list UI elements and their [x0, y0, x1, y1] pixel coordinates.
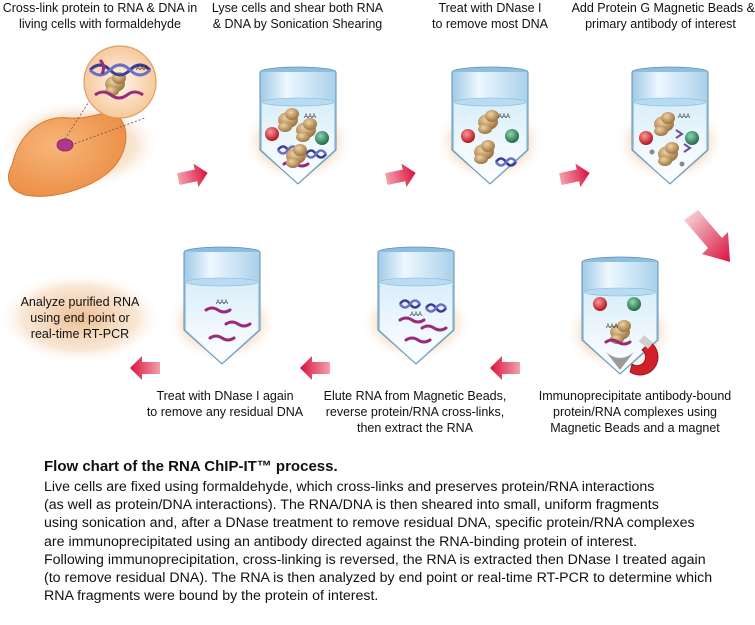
step1-caption: Cross-link protein to RNA & DNA in livin… [0, 0, 200, 32]
step6-caption-line1: Elute RNA from Magnetic Beads, [323, 389, 507, 403]
step1-caption-line2: living cells with formaldehyde [19, 17, 181, 31]
step6-caption-line3: then extract the RNA [356, 421, 474, 435]
step8-result-glow [0, 272, 162, 364]
legend-body: Live cells are fixed using formaldehyde,… [44, 478, 750, 605]
step1-cell-illustration: AAA [0, 45, 160, 197]
legend-line-6: (to remove residual DNA). The RNA is the… [44, 570, 713, 587]
step5-polya-label: AAA [606, 324, 618, 330]
step5-caption-line1: Immunoprecipitate antibody-bound [538, 389, 732, 403]
step4-tube: AAA [615, 66, 725, 185]
legend-line-5: Following immunoprecipitation, cross-lin… [44, 551, 706, 568]
step8-caption-line1: Analyze purified RNA [20, 295, 140, 309]
step7-tube: AAA [167, 246, 277, 365]
step3-caption-line1: Treat with DNase I [438, 1, 542, 15]
arrow-step3-to-4 [559, 163, 590, 188]
step4-caption: Add Protein G Magnetic Beads & primary a… [566, 0, 755, 32]
step7-caption: Treat with DNase I again to remove any r… [140, 388, 310, 420]
legend-line-2: (as well as protein/DNA interactions). T… [44, 497, 659, 514]
step4-polya-label: AAA [678, 114, 690, 120]
step1-caption-line1: Cross-link protein to RNA & DNA in [2, 1, 198, 15]
legend-line-3: using sonication and, after a DNase trea… [44, 515, 695, 532]
step2-caption: Lyse cells and shear both RNA & DNA by S… [205, 0, 390, 32]
step7-caption-line2: to remove any residual DNA [146, 405, 304, 419]
step4-caption-line2: primary antibody of interest [585, 17, 736, 31]
step8-caption: Analyze purified RNA using end point or … [10, 294, 150, 342]
legend-line-1: Live cells are fixed using formaldehyde,… [44, 479, 655, 495]
step5-tube: AAA [565, 256, 675, 375]
step2-polya-label: AAA [304, 114, 316, 120]
legend-title: Flow chart of the RNA ChIP-IT™ process. [44, 458, 338, 475]
arrow-step5-to-6 [490, 356, 520, 380]
step6-polya-label: AAA [410, 312, 422, 318]
step3-tube: AAA [435, 66, 545, 185]
arrow-step1-to-2 [177, 163, 208, 188]
step6-caption-line2: reverse protein/RNA cross-links, [325, 405, 505, 419]
step4-caption-line1: Add Protein G Magnetic Beads & [571, 1, 755, 15]
step5-caption: Immunoprecipitate antibody-bound protein… [535, 388, 735, 436]
step5-caption-line3: Magnetic Beads and a magnet [550, 421, 720, 435]
step8-caption-line3: real-time RT-PCR [30, 327, 130, 341]
step3-caption: Treat with DNase I to remove most DNA [410, 0, 570, 32]
arrow-step7-to-8 [130, 356, 160, 380]
legend-line-7: RNA fragments were bound by the protein … [44, 588, 379, 605]
step3-polya-label: AAA [498, 114, 510, 120]
step7-caption-line1: Treat with DNase I again [156, 389, 294, 403]
rna-chip-diagram: AAA AAA AAA [0, 45, 730, 380]
step2-caption-line2: & DNA by Sonication Shearing [212, 17, 383, 31]
step1-polya-label: AAA [136, 66, 148, 72]
step6-caption: Elute RNA from Magnetic Beads, reverse p… [320, 388, 510, 436]
legend-line-4: are immunoprecipitated using an antibody… [44, 533, 638, 550]
step6-tube: AAA [361, 246, 471, 365]
step8-caption-line2: using end point or [30, 311, 130, 325]
arrow-step4-to-5 [684, 210, 730, 262]
step2-caption-line1: Lyse cells and shear both RNA [211, 1, 384, 15]
arrow-step2-to-3 [385, 163, 416, 188]
step3-caption-line2: to remove most DNA [431, 17, 548, 31]
magnet-icon [629, 335, 659, 376]
arrow-step6-to-7 [300, 356, 330, 380]
step7-polya-label: AAA [216, 300, 228, 306]
step2-tube: AAA [243, 66, 353, 185]
step5-caption-line2: protein/RNA complexes using [553, 405, 717, 419]
